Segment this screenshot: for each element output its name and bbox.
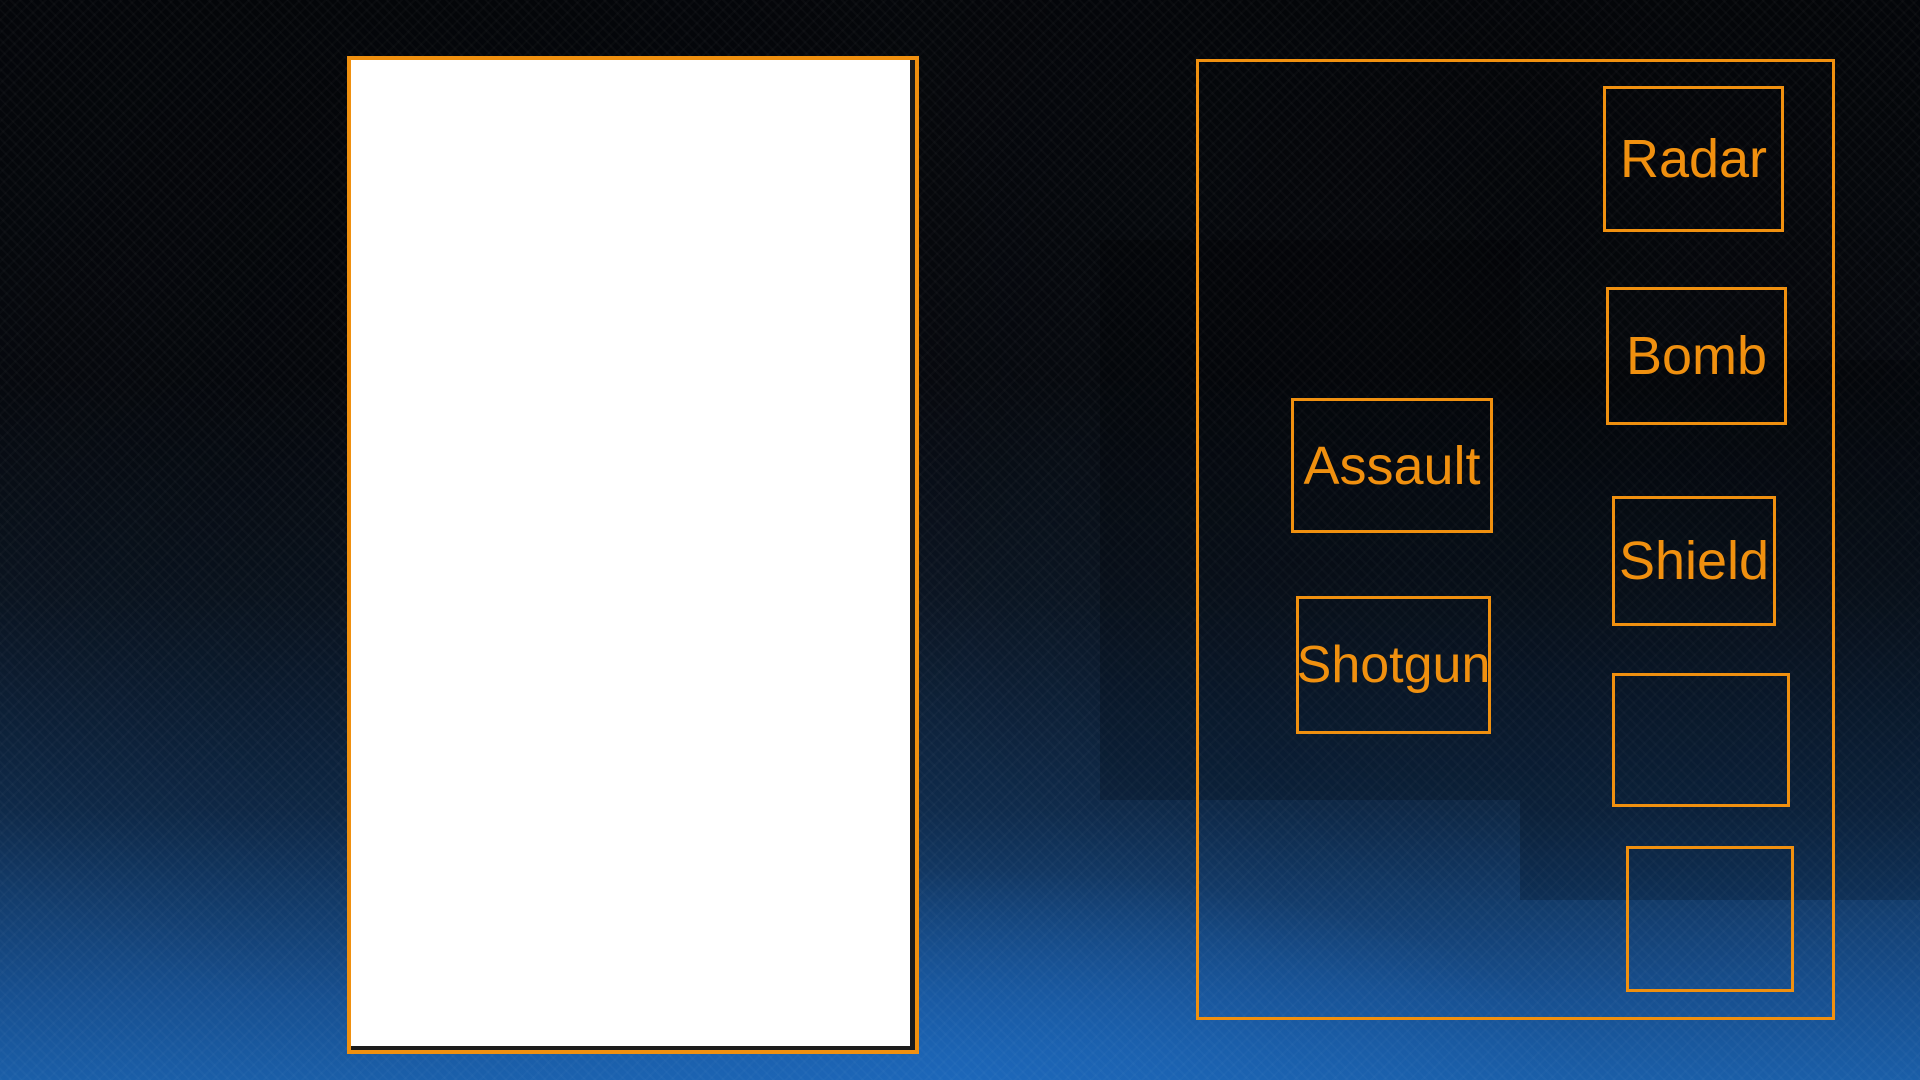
slot-label: Assault bbox=[1303, 435, 1481, 496]
slot-assault[interactable]: Assault bbox=[1291, 398, 1493, 533]
slot-empty[interactable] bbox=[1612, 673, 1790, 807]
slot-label: Bomb bbox=[1625, 326, 1768, 386]
slot-bomb[interactable]: Bomb bbox=[1606, 287, 1787, 425]
slot-shield[interactable]: Shield bbox=[1612, 496, 1776, 626]
slot-label: Shield bbox=[1618, 531, 1770, 591]
slot-radar[interactable]: Radar bbox=[1603, 86, 1784, 232]
preview-panel bbox=[347, 56, 919, 1054]
slot-label: Shotgun bbox=[1296, 636, 1491, 694]
slot-shotgun[interactable]: Shotgun bbox=[1296, 596, 1491, 734]
inventory-panel bbox=[1196, 59, 1835, 1020]
slot-label: Radar bbox=[1619, 129, 1768, 189]
slot-empty[interactable] bbox=[1626, 846, 1794, 992]
